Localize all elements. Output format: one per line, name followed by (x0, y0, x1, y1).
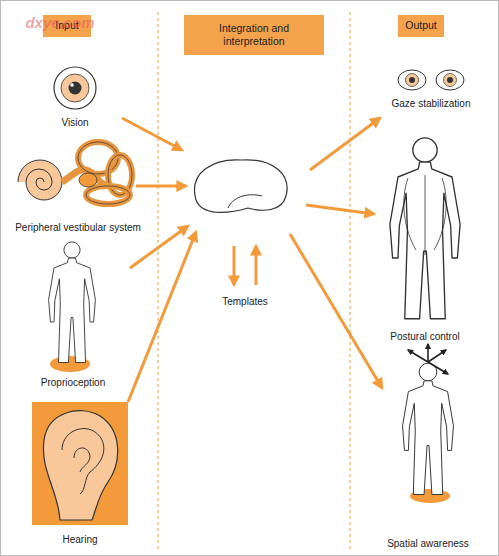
spatial-figure (403, 344, 454, 503)
header-box: Integration and interpretation (184, 15, 324, 55)
eye-icon (54, 67, 96, 109)
caption: Gaze stabilization (392, 98, 471, 109)
caption: Spatial awareness (387, 538, 469, 549)
watermark: dxye.com (25, 14, 94, 31)
vestibular-icon (18, 142, 132, 204)
header-box: Output (398, 15, 444, 37)
header-text: Integration and interpretation (190, 22, 318, 48)
caption: Vision (61, 117, 88, 128)
column-divider (350, 12, 351, 552)
caption: Peripheral vestibular system (15, 222, 141, 233)
caption: Hearing (62, 534, 97, 545)
posture-figure (390, 138, 460, 319)
brain-outline (195, 160, 288, 213)
caption: Templates (222, 296, 268, 307)
caption: Proprioception (41, 377, 105, 388)
template-arrow (234, 246, 256, 285)
ear-icon (32, 402, 128, 525)
caption: Postural control (390, 331, 459, 342)
eyes-icon (398, 70, 464, 90)
column-divider (158, 12, 159, 552)
proprioception-figure (49, 242, 96, 372)
output-arrow (290, 118, 382, 388)
header-text: Output (405, 19, 437, 32)
input-arrow (122, 118, 196, 402)
